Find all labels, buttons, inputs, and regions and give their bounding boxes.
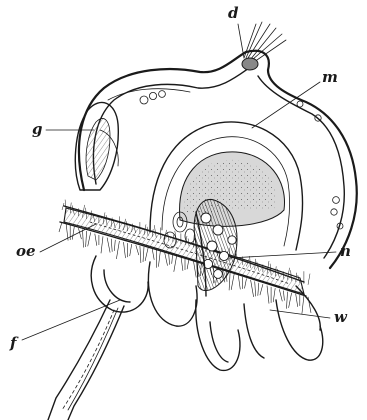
cell-cluster bbox=[194, 199, 237, 296]
cilium bbox=[172, 254, 173, 264]
cilium bbox=[251, 280, 254, 297]
label-g: g bbox=[32, 120, 43, 138]
cilium bbox=[273, 288, 275, 302]
cilium bbox=[308, 274, 310, 285]
label-w: w bbox=[334, 308, 348, 326]
cilium bbox=[114, 240, 115, 251]
cilium bbox=[289, 293, 292, 308]
cilium bbox=[78, 228, 81, 239]
cilium bbox=[88, 232, 91, 246]
cilium bbox=[107, 238, 110, 253]
cilium bbox=[158, 251, 160, 267]
cilium bbox=[140, 246, 141, 263]
cilium bbox=[283, 291, 284, 301]
leader-lines bbox=[22, 24, 336, 340]
cilium bbox=[116, 241, 119, 259]
cilium bbox=[245, 278, 247, 288]
tentacle bbox=[48, 300, 124, 420]
cilium bbox=[143, 247, 144, 262]
cilium bbox=[165, 252, 168, 266]
cilium bbox=[231, 274, 234, 290]
label-f: f bbox=[9, 334, 19, 352]
cilium bbox=[169, 253, 170, 265]
cilium bbox=[302, 296, 304, 314]
cilium bbox=[229, 272, 230, 290]
cilium bbox=[152, 249, 154, 260]
label-n: n bbox=[340, 242, 351, 260]
cilium bbox=[86, 231, 87, 247]
cilium bbox=[296, 294, 298, 307]
cilium bbox=[287, 292, 288, 309]
cilium bbox=[267, 286, 269, 304]
cilium bbox=[136, 245, 139, 255]
apical-tuft bbox=[242, 22, 286, 70]
cilium bbox=[59, 222, 62, 232]
cilium bbox=[95, 234, 97, 246]
cilium bbox=[260, 284, 263, 295]
cilium bbox=[111, 239, 112, 252]
cilium bbox=[124, 242, 126, 258]
cilium bbox=[238, 275, 240, 289]
label-oe: oe bbox=[16, 242, 36, 260]
cilium bbox=[101, 236, 103, 253]
label-m: m bbox=[322, 68, 338, 86]
cilium bbox=[145, 248, 148, 261]
cilium bbox=[174, 255, 177, 272]
cilium bbox=[72, 227, 74, 240]
label-d: d bbox=[228, 4, 239, 22]
cilium bbox=[83, 230, 84, 248]
cilium bbox=[279, 289, 282, 301]
cilium bbox=[258, 283, 259, 296]
cilium bbox=[255, 281, 256, 296]
cilium bbox=[130, 244, 132, 256]
